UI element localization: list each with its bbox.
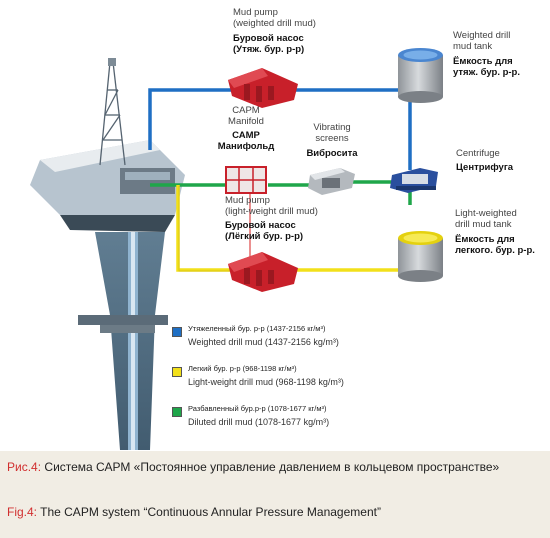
vibrating-screens-label: Vibrating screens Вибросита xyxy=(300,122,364,160)
legend-weighted-en: Weighted drill mud (1437-2156 kg/m³) xyxy=(188,337,339,347)
diluted-mud-line xyxy=(150,180,412,205)
weighted-tank-en: Weighted drill mud tank xyxy=(453,30,511,52)
caption-en: Fig.4: The CAPM system “Continuous Annul… xyxy=(7,505,542,520)
centrifuge-ru: Центрифуга xyxy=(456,161,514,173)
figure-caption: Рис.4: Система САРМ «Постоянное управлен… xyxy=(0,451,550,538)
mud-pump-weighted xyxy=(228,68,298,108)
legend-item-weighted: Утяжеленный бур. р-р (1437-2156 кг/м³) W… xyxy=(172,324,339,347)
capm-manifold-en: CAPM Manifold xyxy=(228,105,264,127)
vibrating-screens xyxy=(308,168,355,195)
legend-light-ru: Легкий бур. р-р (968-1198 кг/м³) xyxy=(188,364,297,373)
light-tank-label: Light-weighted drill mud tank Ёмкость дл… xyxy=(455,208,535,257)
caption-en-prefix: Fig.4: xyxy=(7,505,38,519)
capm-manifold-ru: САМР Манифольд xyxy=(217,129,275,152)
caption-en-text: The CAPM system “Continuous Annular Pres… xyxy=(37,505,381,519)
light-tank-en: Light-weighted drill mud tank xyxy=(455,208,517,230)
capm-manifold xyxy=(225,166,267,194)
legend-diluted-en: Diluted drill mud (1078-1677 kg/m³) xyxy=(188,417,330,427)
diluted-swatch xyxy=(172,407,182,417)
mud-pump-light xyxy=(228,252,298,292)
legend-light-en: Light-weight drill mud (968-1198 kg/m³) xyxy=(188,377,344,387)
weighted-swatch xyxy=(172,327,182,337)
weighted-tank-label: Weighted drill mud tank Ёмкость для утяж… xyxy=(453,30,521,79)
centrifuge-en: Centrifuge xyxy=(456,148,500,159)
capm-manifold-label: CAPM Manifold САМР Манифольд xyxy=(215,105,277,153)
legend-diluted-ru: Разбавленный бур.р-р (1078-1677 кг/м³) xyxy=(188,404,327,413)
legend-weighted-ru: Утяжеленный бур. р-р (1437-2156 кг/м³) xyxy=(188,324,326,333)
mud-pump-weighted-en: Mud pump (weighted drill mud) xyxy=(233,7,316,29)
drillship xyxy=(30,58,185,232)
light-mud-line xyxy=(176,185,410,272)
mud-pump-light-label: Mud pump (light-weight drill mud) Бурово… xyxy=(225,195,318,243)
mud-pump-weighted-ru: Буровой насос (Утяж. бур. р-р) xyxy=(233,32,305,55)
mud-pump-light-en: Mud pump (light-weight drill mud) xyxy=(225,195,318,217)
vibrating-screens-en: Vibrating screens xyxy=(313,122,351,144)
legend-item-diluted: Разбавленный бур.р-р (1078-1677 кг/м³) D… xyxy=(172,404,329,427)
caption-ru: Рис.4: Система САРМ «Постоянное управлен… xyxy=(7,460,542,475)
mud-pump-light-ru: Буровой насос (Лёгкий бур. р-р) xyxy=(225,219,304,242)
vibrating-screens-ru: Вибросита xyxy=(306,147,358,159)
light-mud-tank xyxy=(398,231,443,282)
light-tank-ru: Ёмкость для легкого. бур. р-р. xyxy=(455,233,535,256)
mud-pump-weighted-label: Mud pump (weighted drill mud) Буровой на… xyxy=(233,7,316,56)
centrifuge-label: Centrifuge Центрифуга xyxy=(456,148,514,174)
weighted-mud-tank xyxy=(398,48,443,103)
legend-item-light: Легкий бур. р-р (968-1198 кг/м³) Light-w… xyxy=(172,364,344,387)
caption-ru-text: Система САРМ «Постоянное управление давл… xyxy=(41,460,500,474)
light-swatch xyxy=(172,367,182,377)
caption-ru-prefix: Рис.4: xyxy=(7,460,42,474)
riser xyxy=(78,232,168,450)
centrifuge xyxy=(390,168,438,193)
weighted-tank-ru: Ёмкость для утяж. бур. р-р. xyxy=(453,55,521,78)
derrick xyxy=(99,61,126,166)
